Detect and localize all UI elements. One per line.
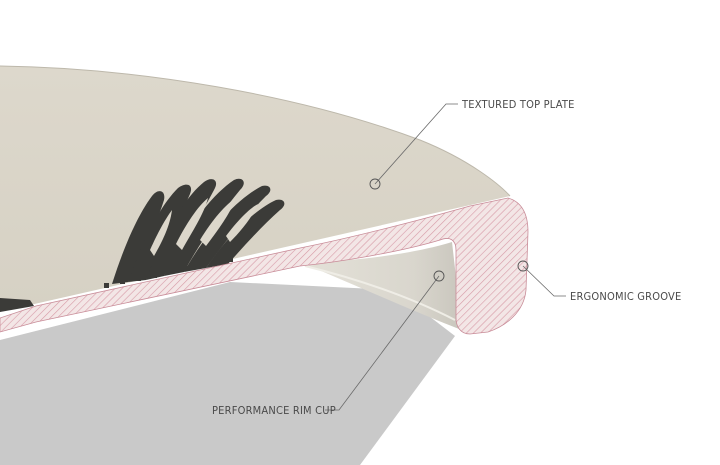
underside-edge-highlight	[304, 265, 456, 321]
marker-groove	[517, 260, 529, 272]
marker-rim-cup	[433, 270, 445, 282]
leader-markers	[369, 178, 529, 282]
texture-teeth	[14, 257, 233, 307]
deck-underside	[300, 242, 462, 330]
top-plate-edge	[0, 65, 511, 197]
deck-section-cut	[0, 197, 529, 335]
leader-top-plate	[374, 103, 458, 185]
leader-groove	[522, 265, 566, 297]
leader-lines	[325, 103, 566, 411]
label-textured-top-plate: TEXTURED TOP PLATE	[461, 98, 575, 111]
ground-shadow	[0, 282, 455, 465]
leader-rim-cup	[325, 275, 440, 411]
label-performance-rim-cup: PERFORMANCE RIM CUP	[212, 404, 336, 417]
label-ergonomic-groove: ERGONOMIC GROOVE	[570, 290, 681, 303]
marker-top-plate	[369, 178, 381, 190]
